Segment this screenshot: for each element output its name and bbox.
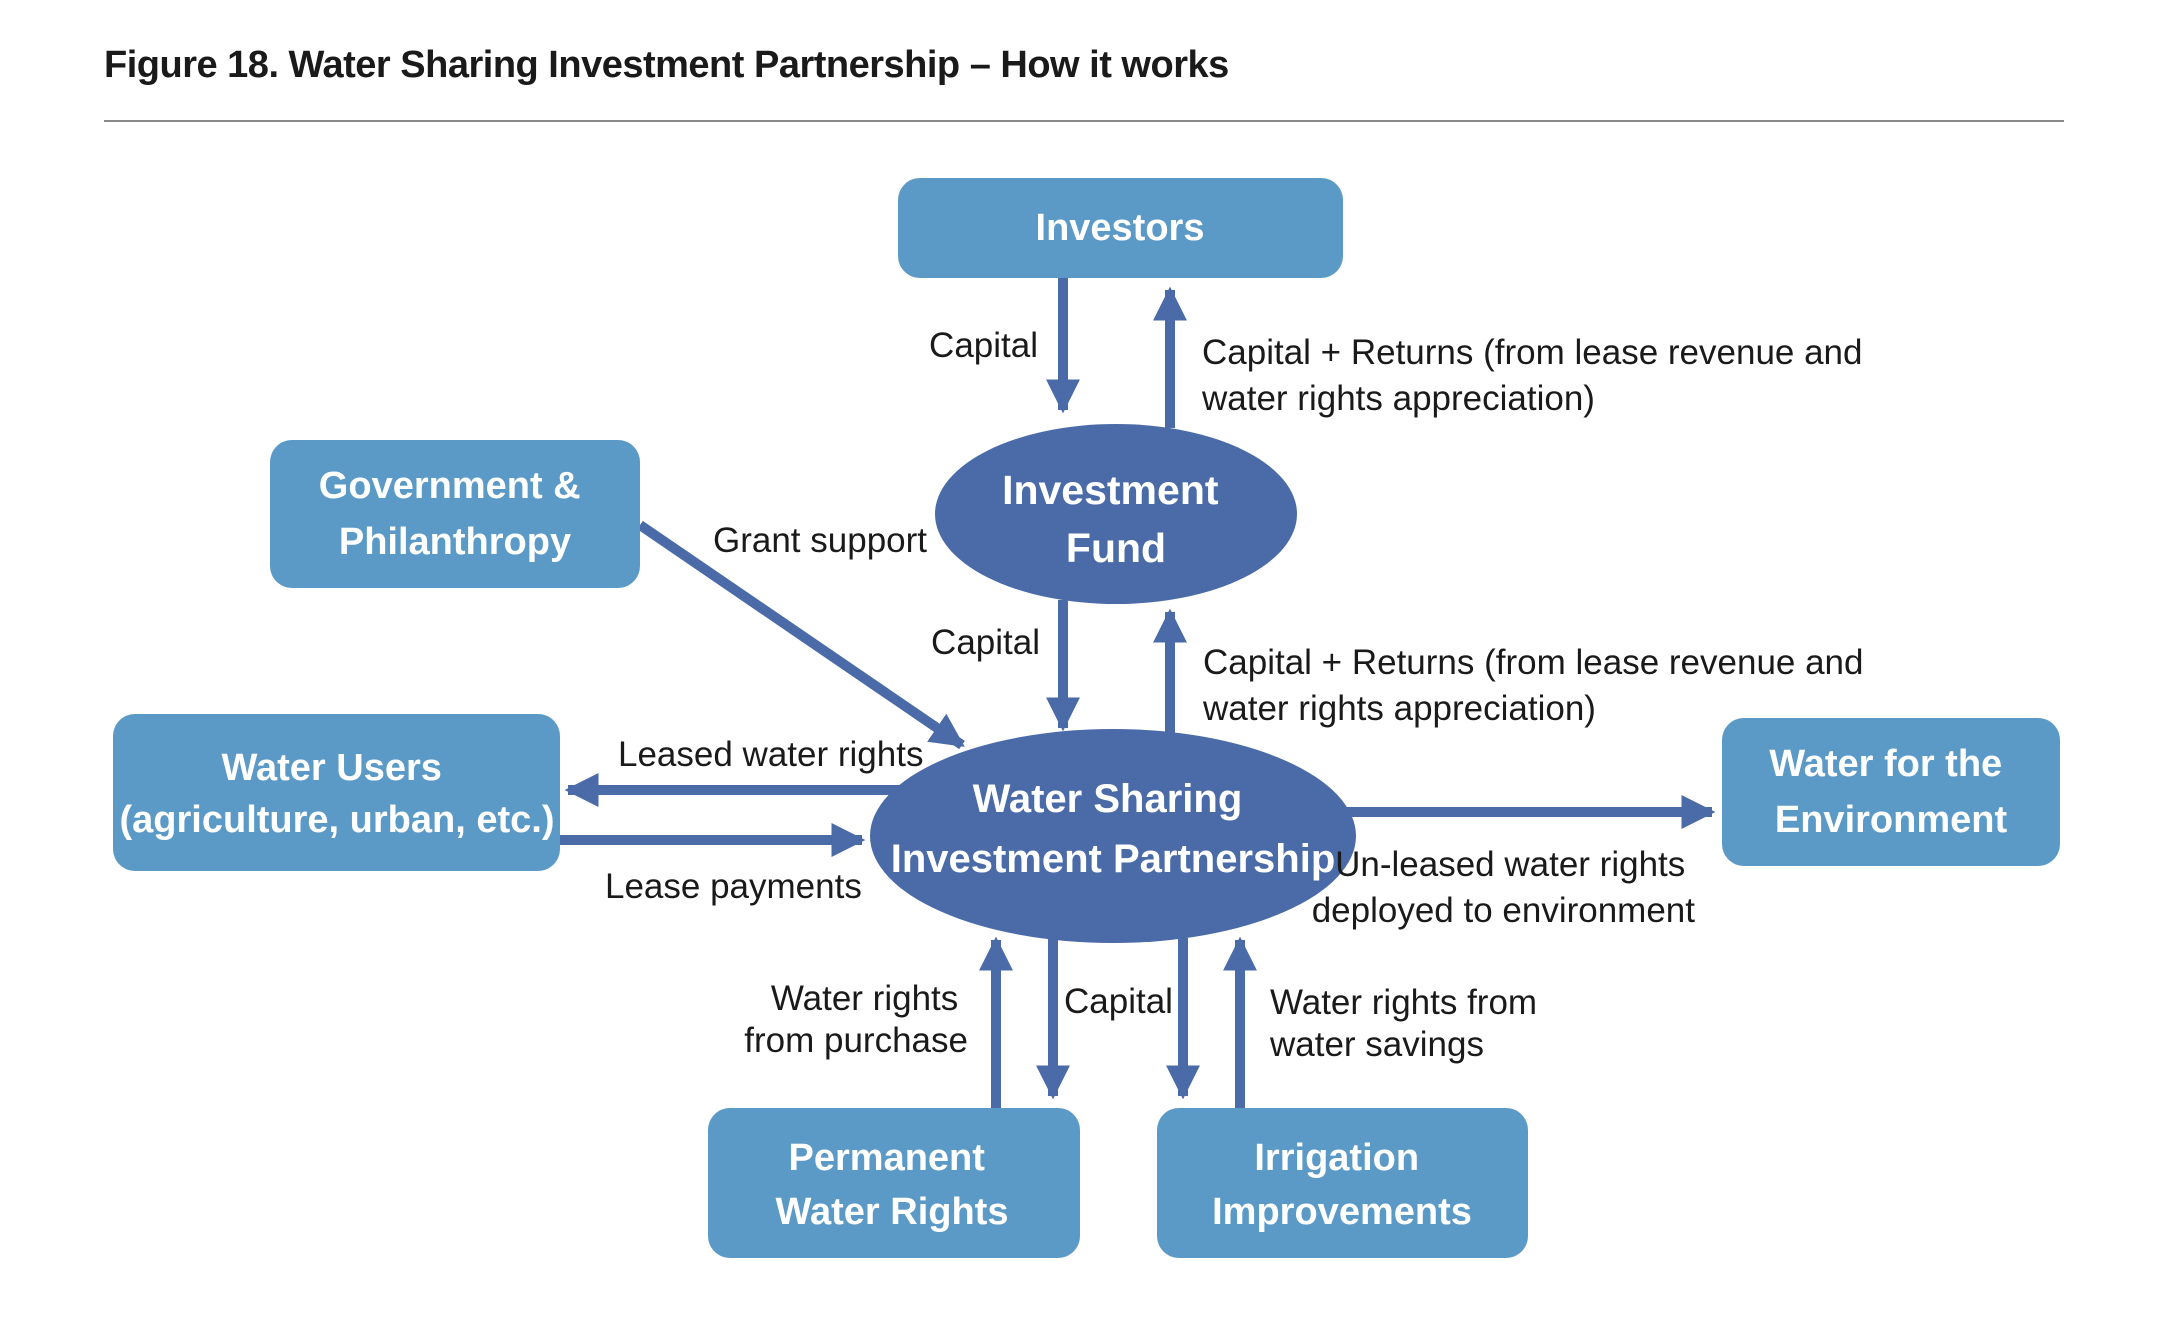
edge-label-fund-to-investors: Capital + Returns (from lease revenue an… (1201, 333, 1872, 418)
water-users-label: Water Users (agriculture, urban, etc.) (120, 747, 555, 841)
node-wsip: Water Sharing Investment Partnership (870, 729, 1356, 943)
edge-label-fund-to-wsip: Capital (931, 623, 1040, 662)
irrigation-improvements-label: Irrigation Improvements (1212, 1137, 1472, 1233)
edge-label-capital-down: Capital (1064, 982, 1173, 1021)
node-investors: Investors (898, 178, 1343, 278)
edge-label-grant-support: Grant support (713, 521, 927, 560)
investment-fund-label: Investment Fund (1002, 467, 1230, 571)
node-permanent-water-rights: Permanent Water Rights (708, 1108, 1080, 1258)
node-investment-fund: Investment Fund (935, 424, 1297, 604)
water-for-environment-box (1722, 718, 2060, 866)
edge-label-lease-payments: Lease payments (605, 867, 862, 906)
node-water-users: Water Users (agriculture, urban, etc.) (113, 714, 560, 871)
edge-label-wsip-to-fund: Capital + Returns (from lease revenue an… (1202, 643, 1873, 728)
investors-label: Investors (1036, 207, 1205, 249)
edge-label-leased-water-rights: Leased water rights (618, 735, 923, 774)
investors-box (898, 178, 1343, 278)
edge-label-investors-to-fund: Capital (929, 326, 1038, 365)
node-irrigation-improvements: Irrigation Improvements (1157, 1108, 1528, 1258)
edge-label-water-savings: Water rights from water savings (1269, 983, 1547, 1064)
government-philanthropy-label: Government & Philanthropy (319, 465, 591, 563)
title-divider (104, 120, 2064, 122)
node-water-for-environment: Water for the Environment (1722, 718, 2060, 866)
edge-label-unleased-water-rights: Un-leased water rights deployed to envir… (1312, 845, 1696, 930)
water-users-box (113, 714, 560, 871)
investment-fund-ellipse (935, 424, 1297, 604)
permanent-water-rights-label: Permanent Water Rights (776, 1137, 1009, 1233)
page-title: Figure 18. Water Sharing Investment Part… (104, 44, 1229, 86)
arrow-gov-to-wsip (637, 520, 965, 750)
edge-label-water-rights-purchase: Water rights from purchase (744, 979, 968, 1060)
permanent-water-rights-box (708, 1108, 1080, 1258)
government-philanthropy-box (270, 440, 640, 588)
wsip-ellipse (870, 729, 1356, 943)
irrigation-improvements-box (1157, 1108, 1528, 1258)
wsip-label: Water Sharing Investment Partnership (891, 777, 1336, 881)
node-government-philanthropy: Government & Philanthropy (270, 440, 640, 588)
water-for-environment-label: Water for the Environment (1769, 743, 2013, 841)
arrows (560, 278, 1716, 1108)
